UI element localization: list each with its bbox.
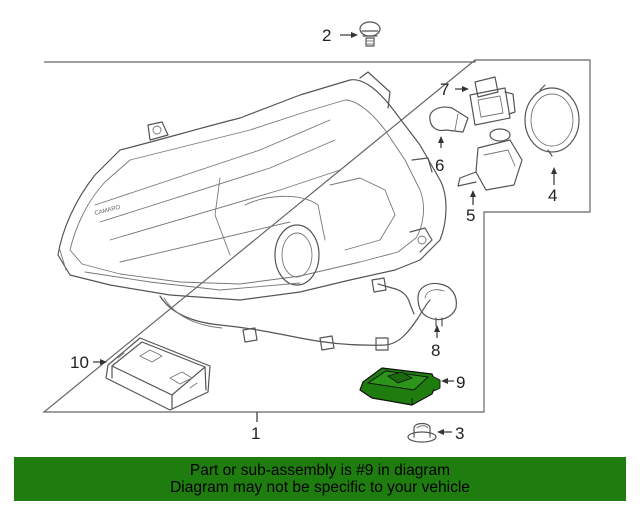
callout-2: 2	[322, 26, 331, 45]
screw-part-2	[359, 21, 381, 47]
assembly-boundary	[42, 59, 591, 413]
callout-10: 10	[70, 353, 89, 372]
banner-line-1: Part or sub-assembly is #9 in diagram	[189, 462, 451, 479]
callout-3: 3	[455, 424, 464, 443]
callout-9: 9	[456, 373, 465, 392]
callout-8: 8	[431, 341, 440, 360]
callout-5: 5	[466, 206, 475, 225]
banner-line-2: Diagram may not be specific to your vehi…	[170, 479, 470, 496]
headlamp-assembly	[57, 71, 447, 301]
ring-part-4	[524, 84, 580, 157]
clip-part-3	[407, 422, 437, 443]
module-part-10	[105, 337, 211, 411]
bulb-part-6	[429, 106, 469, 133]
callout-4: 4	[548, 186, 557, 205]
callout-1: 1	[251, 424, 260, 443]
callout-6: 6	[435, 156, 444, 175]
callout-7: 7	[440, 80, 449, 99]
hid-bulb-part-5	[457, 128, 523, 191]
lamp-script-text: CAMARO	[94, 205, 121, 217]
ballast-part-9-highlighted[interactable]	[359, 367, 441, 406]
socket-part-7	[469, 76, 516, 126]
parts-diagram: 2 CAMARO 7	[42, 21, 591, 443]
info-banner: Part or sub-assembly is #9 in diagram Di…	[14, 457, 626, 501]
harness-part-8	[159, 277, 457, 351]
